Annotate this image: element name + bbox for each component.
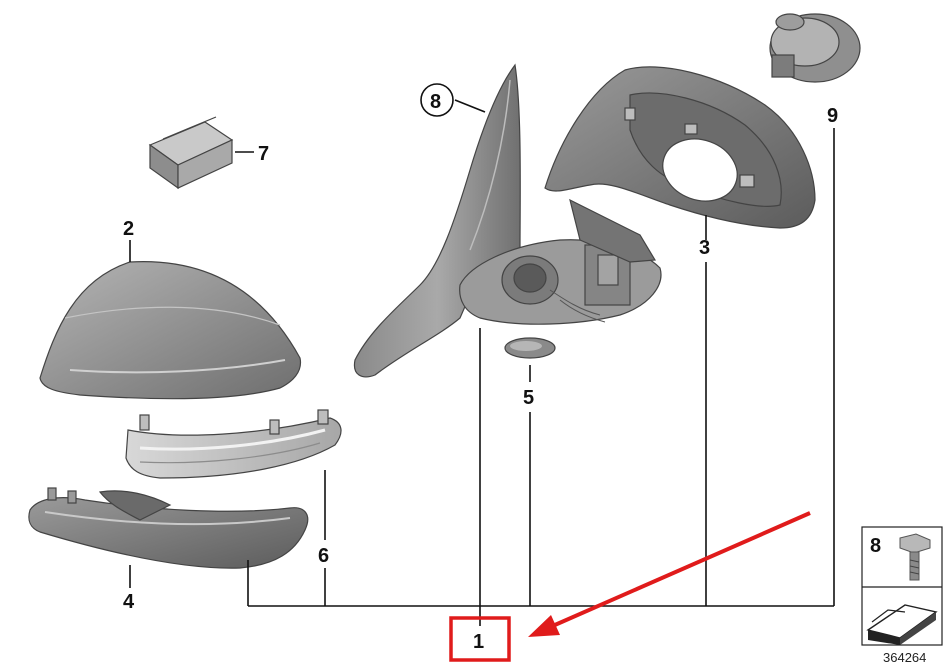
- part-label-9: 9: [827, 105, 838, 127]
- part-label-3: 3: [699, 237, 710, 259]
- part-6-turn-signal: [125, 409, 342, 479]
- part-4-lower-trim: [28, 487, 309, 569]
- part-9-motor: [769, 13, 861, 83]
- part-1-highlight-box: [449, 616, 511, 662]
- part-label-6: 6: [318, 545, 329, 567]
- part-label-1: 1: [473, 631, 484, 653]
- part-1-mirror-base: [353, 63, 662, 378]
- part-2-mirror-cap: [39, 261, 302, 400]
- catalog-number: 364264: [883, 650, 926, 665]
- part-label-8: 8: [430, 91, 441, 113]
- leader-8-circled: [454, 99, 486, 113]
- part-label-4: 4: [123, 591, 135, 613]
- panel-bracket-icon: [866, 604, 938, 645]
- red-arrow-icon: [528, 511, 811, 637]
- assembly-bracket: [247, 128, 835, 626]
- part-label-7: 7: [258, 143, 269, 165]
- part-label-2: 2: [123, 218, 134, 240]
- part-3-mirror-frame: [544, 66, 816, 229]
- part-label-5: 5: [523, 387, 534, 409]
- part-5-pad: [504, 337, 556, 359]
- part-7-block: [148, 116, 234, 190]
- legend-label-8: 8: [870, 535, 881, 557]
- screw-icon: [899, 533, 931, 581]
- part-label-8-circle: [420, 83, 454, 117]
